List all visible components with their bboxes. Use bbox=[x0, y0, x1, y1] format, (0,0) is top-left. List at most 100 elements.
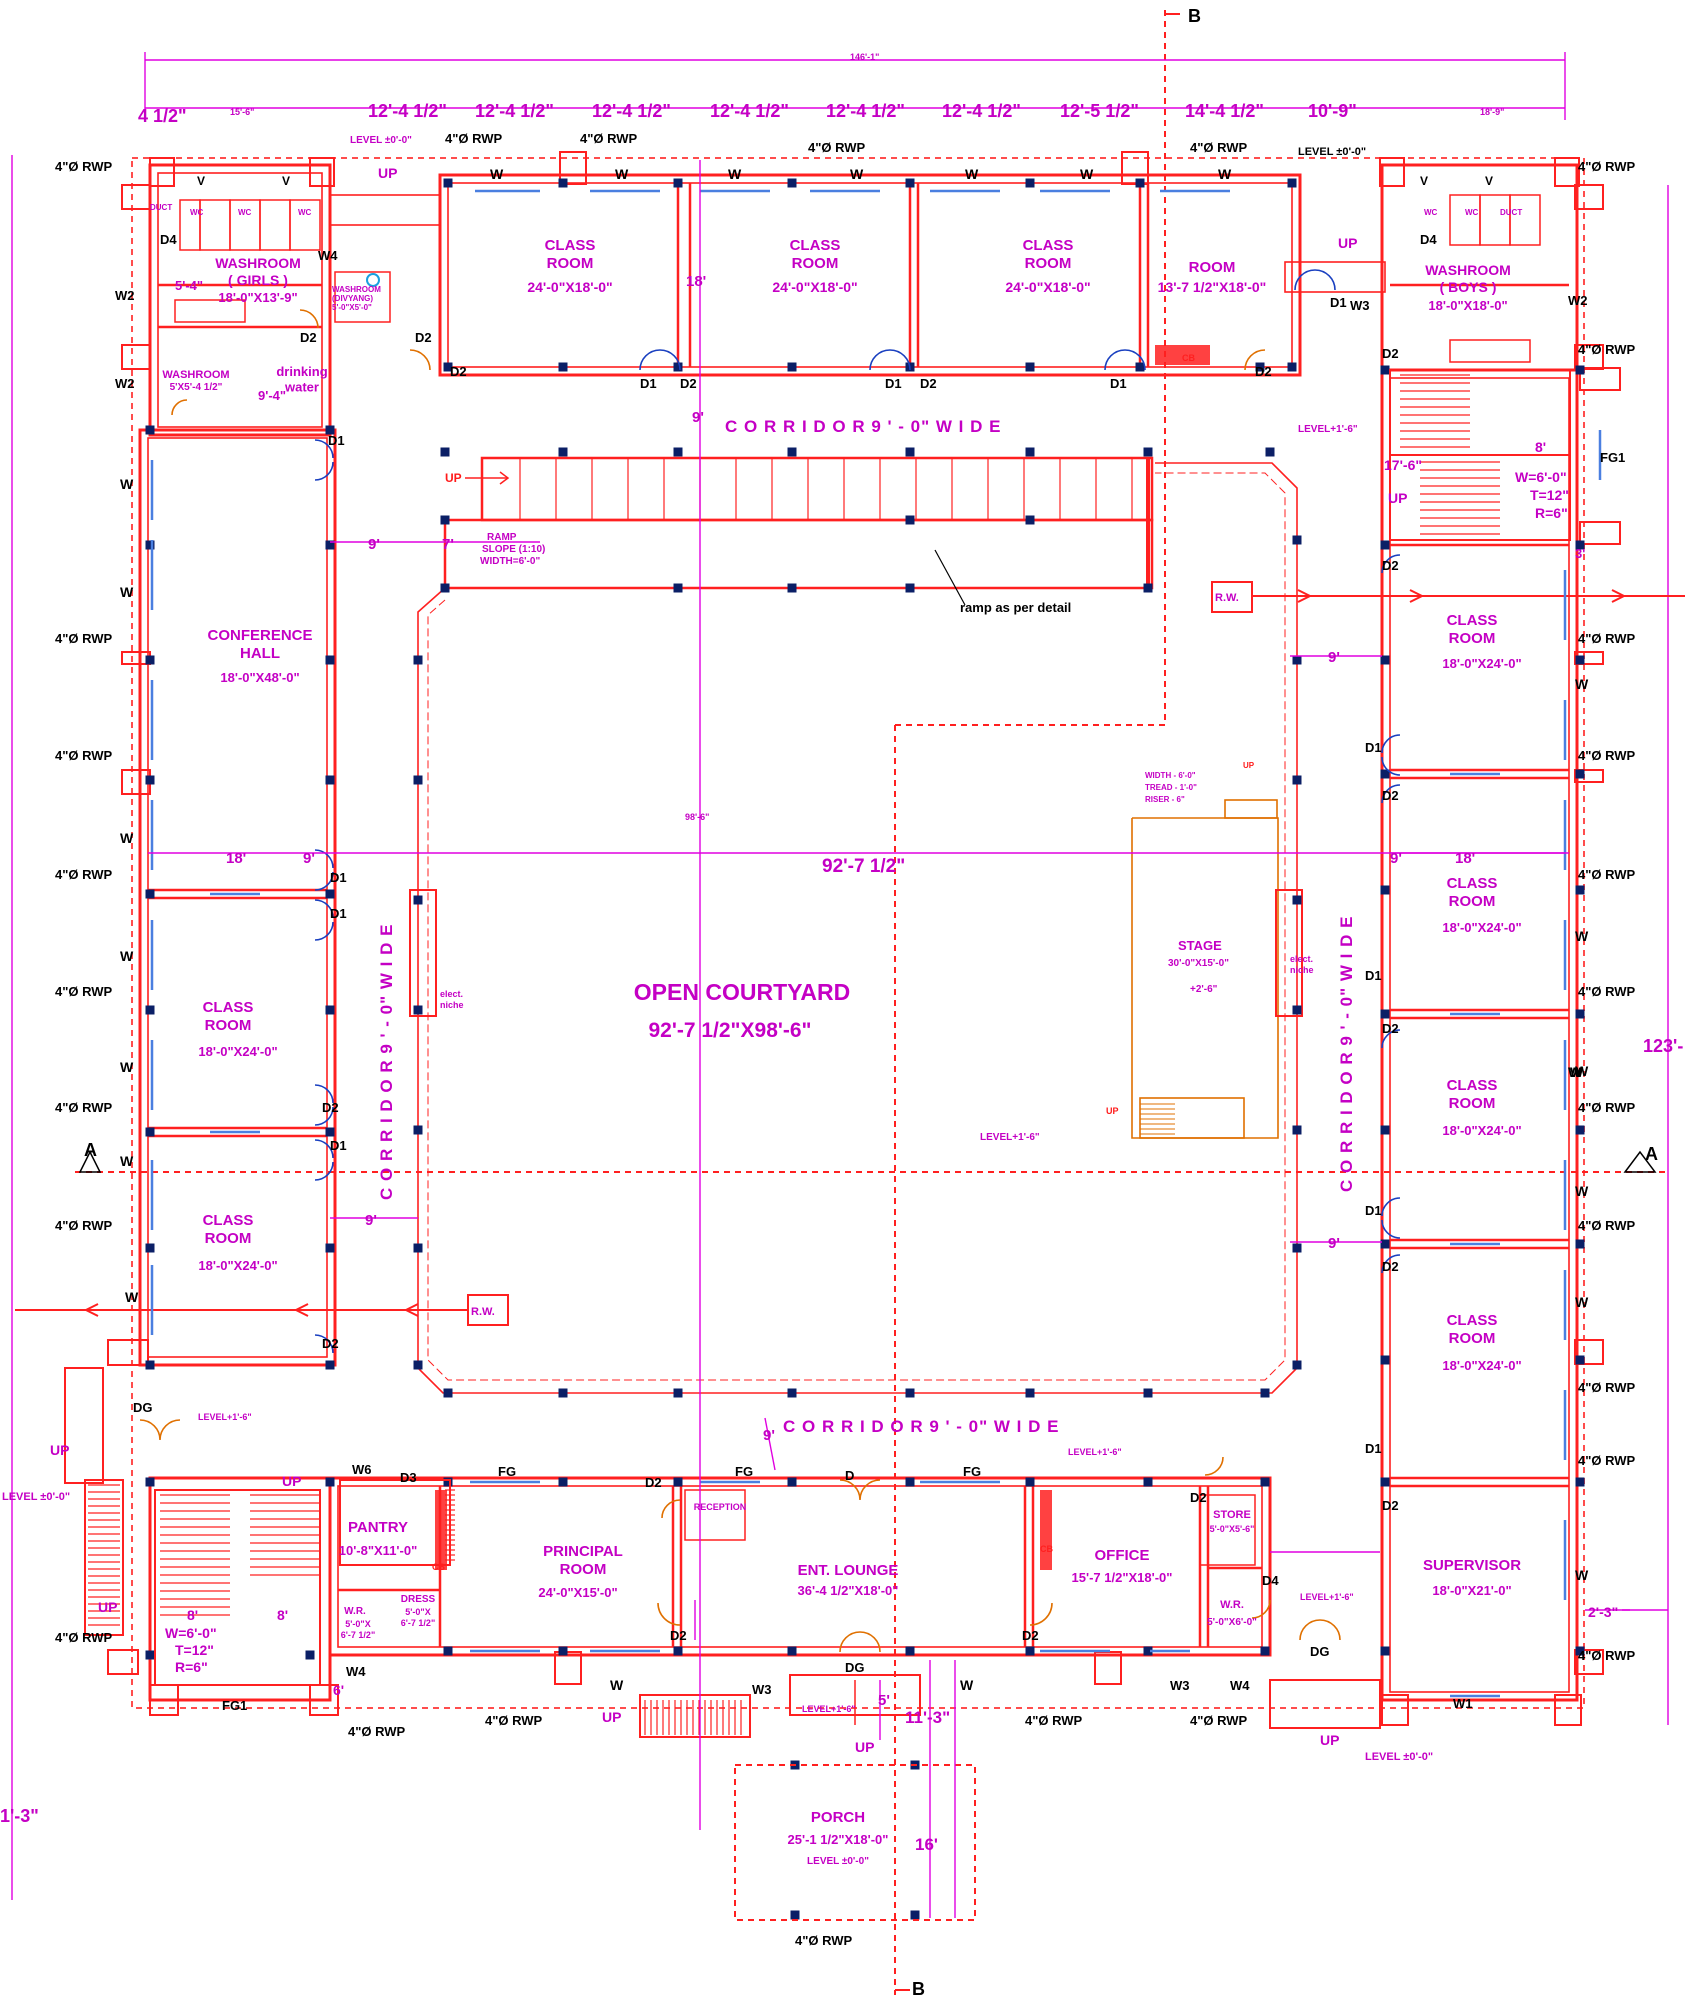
tag-d2-81: D2 bbox=[1382, 346, 1399, 361]
column-24 bbox=[1265, 447, 1275, 457]
stage-up-label: UP bbox=[1106, 1106, 1119, 1116]
tag-d2-87: D2 bbox=[322, 1100, 339, 1115]
tag-d1-64: D1 bbox=[330, 870, 347, 885]
tag-d2-88: D2 bbox=[322, 1336, 339, 1351]
column-28 bbox=[440, 583, 450, 593]
tag-rwp-6: 4"Ø RWP bbox=[55, 867, 113, 882]
column-79 bbox=[905, 1477, 915, 1487]
ramp-slope: SLOPE (1:10) bbox=[482, 544, 545, 555]
supervisor-name: SUPERVISOR bbox=[1423, 1557, 1521, 1574]
tag-v-107: V bbox=[282, 174, 290, 188]
dim-6-stair: 6' bbox=[333, 1682, 344, 1698]
tag-wc-3: WC bbox=[298, 208, 312, 217]
column-102 bbox=[1292, 1005, 1302, 1015]
stair-outlines bbox=[64, 369, 1571, 1738]
class-right-4-size: 18'-0"X24'-0" bbox=[1442, 1358, 1521, 1373]
washroom-girls-sub: ( GIRLS ) bbox=[228, 272, 288, 288]
dim-left-height: 1'-3" bbox=[0, 1806, 39, 1826]
stairs-right-w: W=6'-0" bbox=[1515, 469, 1567, 485]
tag-d2-82: D2 bbox=[1382, 558, 1399, 573]
column-59 bbox=[145, 655, 155, 665]
dim-right-height: 123'- bbox=[1643, 1036, 1683, 1056]
office-size: 15'-7 1/2"X18'-0" bbox=[1072, 1570, 1173, 1585]
dress-name: DRESS bbox=[401, 1594, 436, 1605]
column-6 bbox=[1135, 178, 1145, 188]
column-32 bbox=[1143, 583, 1153, 593]
tag-w-50: W bbox=[610, 1677, 624, 1693]
tag-dg-98: DG bbox=[133, 1400, 153, 1415]
dim-top-seg-6: 12'-4 1/2" bbox=[826, 101, 905, 121]
column-8 bbox=[443, 362, 453, 372]
column-4 bbox=[905, 178, 915, 188]
tag-duct-6: DUCT bbox=[1500, 208, 1522, 217]
tag-w-37: W bbox=[120, 830, 134, 846]
column-38 bbox=[1575, 655, 1585, 665]
column-72 bbox=[325, 1360, 335, 1370]
column-87 bbox=[905, 1646, 915, 1656]
tag-up-117: UP bbox=[1320, 1732, 1339, 1748]
tag-w-51: W bbox=[960, 1677, 974, 1693]
column-9 bbox=[558, 362, 568, 372]
stage bbox=[1131, 799, 1279, 1139]
column-11 bbox=[787, 362, 797, 372]
ramp bbox=[443, 456, 1154, 590]
tag-rwp-14: 4"Ø RWP bbox=[1578, 1380, 1636, 1395]
column-46 bbox=[1575, 1125, 1585, 1135]
column-50 bbox=[1575, 1355, 1585, 1365]
room-cupboard bbox=[1155, 345, 1210, 365]
tag-rwp-11: 4"Ø RWP bbox=[1578, 1100, 1636, 1115]
dim-8-stair-a: 8' bbox=[187, 1607, 198, 1623]
tag-w4-61: W4 bbox=[318, 248, 338, 263]
tag-d2-75: D2 bbox=[300, 330, 317, 345]
tag-d2-86: D2 bbox=[1382, 1498, 1399, 1513]
tag-cb-121: CB bbox=[432, 1562, 445, 1572]
dim-5-4: 5'-4" bbox=[175, 278, 203, 293]
tag-w2-58: W2 bbox=[115, 376, 135, 391]
tag-rwp-15: 4"Ø RWP bbox=[1578, 1453, 1636, 1468]
door-swings bbox=[314, 269, 1401, 1354]
washroom-small-size: 5'X5'-4 1/2" bbox=[170, 382, 223, 393]
column-76 bbox=[558, 1477, 568, 1487]
tag-w3-54: W3 bbox=[752, 1682, 772, 1697]
level-bottom-right: LEVEL ±0'-0" bbox=[1365, 1751, 1433, 1763]
outer-walls bbox=[131, 157, 1585, 1709]
tag-fg-101: FG bbox=[498, 1464, 516, 1479]
level-left: LEVEL ±0'-0" bbox=[2, 1491, 70, 1503]
tag-w-41: W bbox=[125, 1289, 139, 1305]
tag-d2-84: D2 bbox=[1382, 1021, 1399, 1036]
dim-top-seg-11: 18'-9" bbox=[1480, 107, 1504, 117]
column-100 bbox=[1292, 775, 1302, 785]
elect-niche-left-label: elect.niche bbox=[440, 989, 464, 1010]
tag-d4-94: D4 bbox=[1262, 1573, 1279, 1588]
column-20 bbox=[787, 447, 797, 457]
tag-up-110: UP bbox=[378, 165, 397, 181]
column-26 bbox=[905, 515, 915, 525]
column-88 bbox=[1025, 1646, 1035, 1656]
washroom-boys-size: 18'-0"X18'-0" bbox=[1428, 298, 1507, 313]
tag-rwp-21: 4"Ø RWP bbox=[808, 140, 866, 155]
corridor-top-label: C O R R I D O R 9 ' - 0" W I D E bbox=[725, 417, 1001, 436]
tag-up-111: UP bbox=[1338, 235, 1357, 251]
reception-desk bbox=[684, 1489, 746, 1541]
dim-18-left: 18' bbox=[226, 850, 246, 867]
tag-d1-67: D1 bbox=[640, 376, 657, 391]
room-top-name: ROOM bbox=[1189, 259, 1236, 276]
dim-18-top-vert: 18' bbox=[686, 273, 706, 290]
column-35 bbox=[1380, 540, 1390, 550]
tag-cb-119: CB bbox=[1182, 353, 1195, 363]
column-73 bbox=[145, 1477, 155, 1487]
wall-projections bbox=[107, 151, 1621, 1726]
level-right: LEVEL+1'-6" bbox=[1298, 424, 1358, 435]
tag-v-106: V bbox=[197, 174, 205, 188]
stairs-right-t: T=12" bbox=[1530, 487, 1569, 503]
column-81 bbox=[1143, 1477, 1153, 1487]
porch-name: PORCH bbox=[811, 1809, 865, 1826]
dim-top-seg-0: 4 1/2" bbox=[138, 106, 187, 126]
tag-v-109: V bbox=[1485, 174, 1493, 188]
column-63 bbox=[145, 889, 155, 899]
tag-d2-89: D2 bbox=[645, 1475, 662, 1490]
